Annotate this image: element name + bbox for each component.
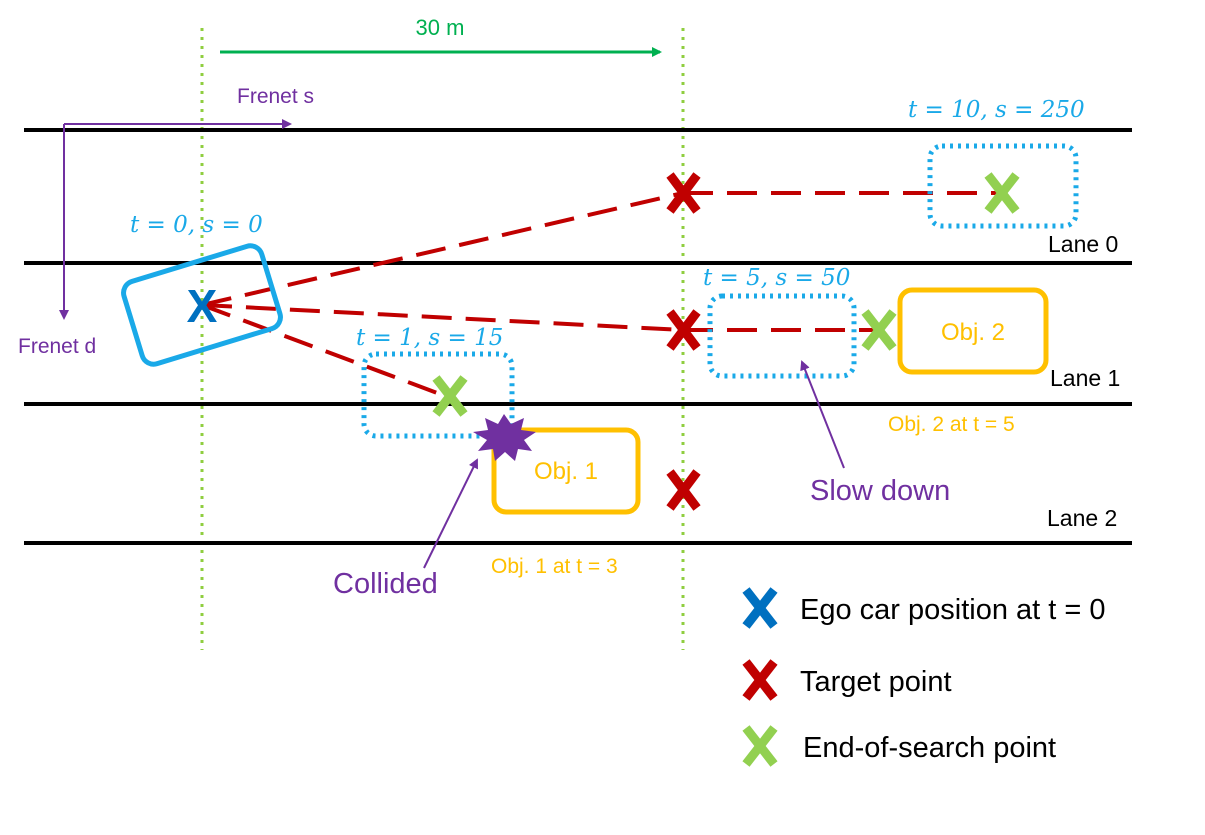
end-of-search-point-lane2 (432, 375, 468, 417)
legend: Ego car position at t = 0 Target point E… (742, 587, 1106, 767)
legend-label-ego: Ego car position at t = 0 (800, 594, 1106, 626)
object-2-label: Obj. 2 (941, 319, 1005, 346)
ego-car-box (121, 243, 283, 367)
trajectory-to-lane1 (201, 303, 684, 332)
distance-label: 30 m (416, 15, 465, 40)
red-x-icon (742, 659, 778, 701)
object-2-caption: Obj. 2 at t = 5 (888, 413, 1015, 436)
search-box-t5 (707, 293, 857, 379)
target-points (666, 172, 701, 511)
collision-starburst-icon (473, 414, 536, 461)
search-box-t5-label: t = 5, s = 50 (703, 265, 850, 291)
end-of-search-point-lane1 (861, 309, 897, 351)
lane-label-2: Lane 2 (1047, 505, 1117, 531)
target-point-lane0 (666, 172, 701, 214)
legend-label-end-of-search: End-of-search point (803, 732, 1056, 764)
green-x-icon (742, 725, 778, 767)
end-of-search-points (432, 172, 1020, 417)
frenet-d-label: Frenet d (18, 335, 96, 358)
search-box-t10 (927, 143, 1079, 229)
object-1-caption: Obj. 1 at t = 3 (491, 555, 618, 578)
collided-label: Collided (333, 568, 438, 600)
frenet-s-label: Frenet s (237, 85, 314, 108)
blue-x-icon (742, 587, 778, 629)
lane-label-1: Lane 1 (1050, 365, 1120, 391)
trajectory-to-lane0 (201, 191, 684, 307)
slow-down-arrow (800, 360, 845, 469)
object-2-box (897, 287, 1049, 375)
trajectory-to-lane2 (201, 303, 449, 399)
object-1-label: Obj. 1 (534, 458, 598, 485)
search-box-t1-label: t = 1, s = 15 (356, 325, 503, 351)
target-point-lane1 (666, 309, 701, 351)
search-box-t10-label: t = 10, s = 250 (908, 97, 1085, 123)
end-of-search-point-lane0 (984, 172, 1020, 214)
collided-arrow (423, 458, 478, 569)
candidate-trajectories (201, 191, 1000, 399)
search-box-t1 (361, 351, 515, 439)
target-point-lane2 (666, 469, 701, 511)
slow-down-label: Slow down (810, 475, 950, 507)
legend-label-target: Target point (800, 666, 952, 698)
ego-marker: X (187, 280, 218, 332)
lane-label-0: Lane 0 (1048, 231, 1118, 257)
ego-time-label: t = 0, s = 0 (130, 212, 263, 238)
